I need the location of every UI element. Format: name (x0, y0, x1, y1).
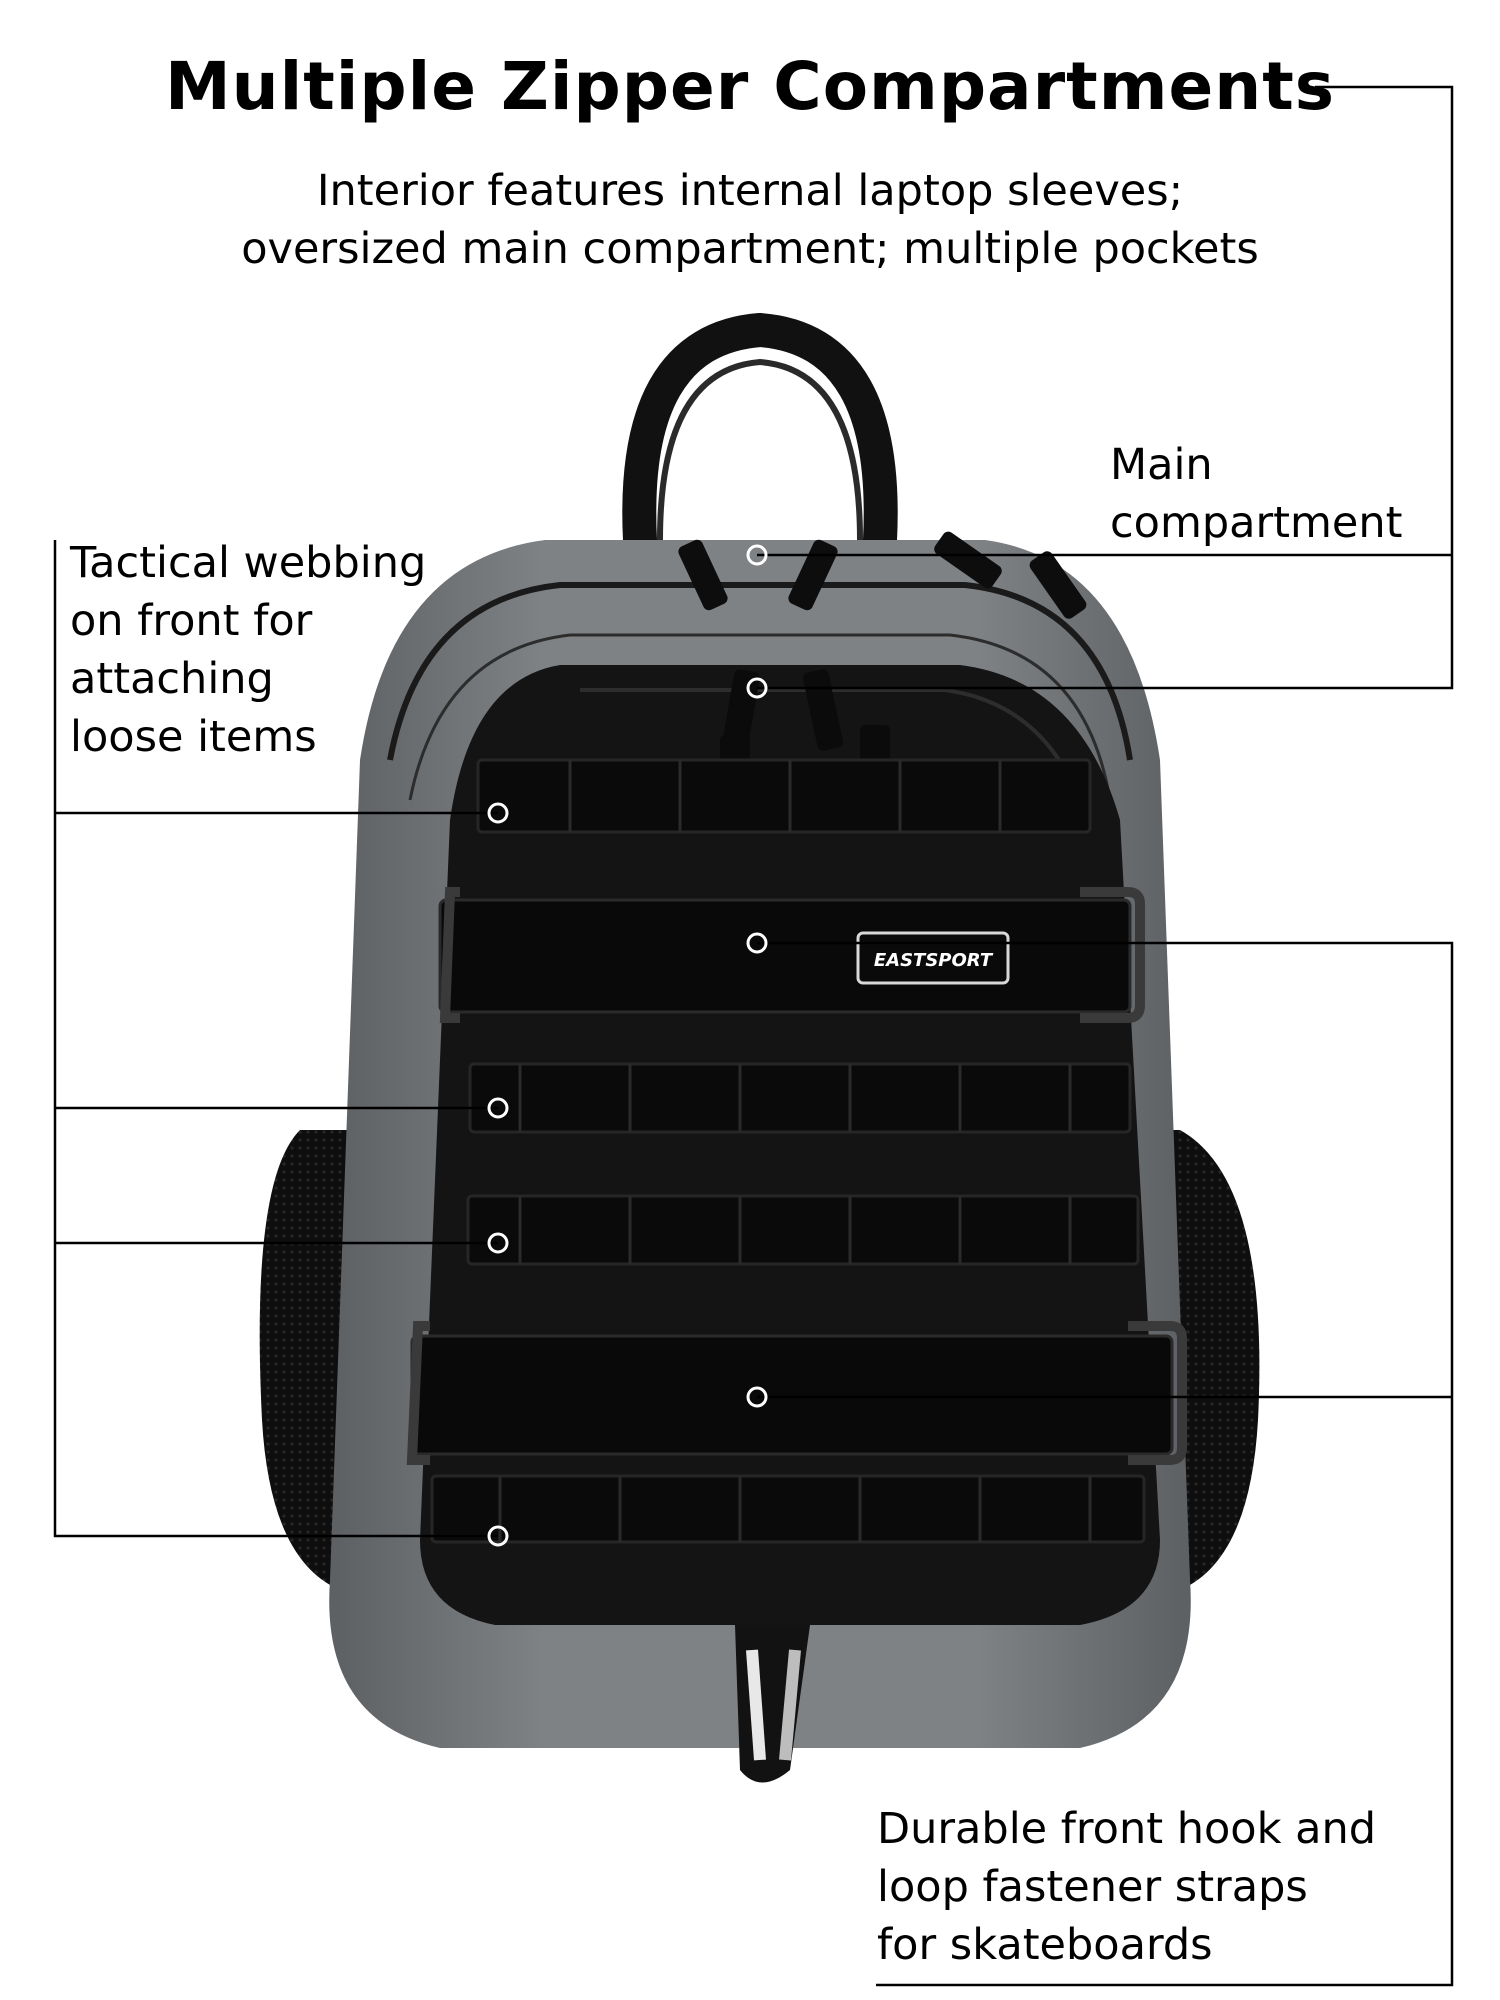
subtitle-line-2: oversized main compartment; multiple poc… (241, 224, 1259, 274)
subtitle: Interior features internal laptop sleeve… (0, 162, 1500, 278)
label-main-line-2: compartment (1110, 498, 1403, 548)
marker-webbing-1 (487, 802, 509, 824)
label-straps-line-1: Durable front hook and (877, 1804, 1377, 1854)
callout-line-webbing (53, 540, 498, 1538)
marker-strap-2 (746, 1386, 768, 1408)
marker-strap-1 (746, 932, 768, 954)
label-webbing-line-2: on front for (70, 596, 313, 646)
label-webbing-line-4: loose items (70, 712, 317, 762)
reflective-loop (735, 1625, 810, 1783)
marker-main-compartment (746, 544, 768, 566)
label-webbing-line-3: attaching (70, 654, 274, 704)
marker-webbing-2 (487, 1097, 509, 1119)
label-straps-line-3: for skateboards (877, 1920, 1213, 1970)
brand-patch: EASTSPORT (856, 931, 1010, 985)
label-main-line-1: Main (1110, 440, 1213, 490)
label-webbing-line-1: Tactical webbing (70, 538, 427, 588)
page-title: Multiple Zipper Compartments (164, 48, 1336, 125)
webbing-rows (430, 758, 1146, 1544)
label-main-compartment: Main compartment (1110, 436, 1402, 552)
marker-webbing-3 (487, 1232, 509, 1254)
label-tactical-webbing: Tactical webbing on front for attaching … (70, 534, 500, 766)
top-handle (622, 312, 898, 557)
marker-webbing-4 (487, 1525, 509, 1547)
zipper-pulls-top (678, 531, 1087, 619)
brand-patch-text: EASTSPORT (874, 950, 994, 971)
subtitle-line-1: Interior features internal laptop sleeve… (316, 166, 1184, 216)
label-straps-line-2: loop fastener straps (877, 1862, 1308, 1912)
marker-panel-zip (746, 677, 768, 699)
label-skateboard-straps: Durable front hook and loop fastener str… (877, 1800, 1497, 1974)
callout-line-straps (757, 941, 1454, 1987)
callout-line-title (757, 85, 1454, 690)
callout-markers (487, 544, 768, 1547)
